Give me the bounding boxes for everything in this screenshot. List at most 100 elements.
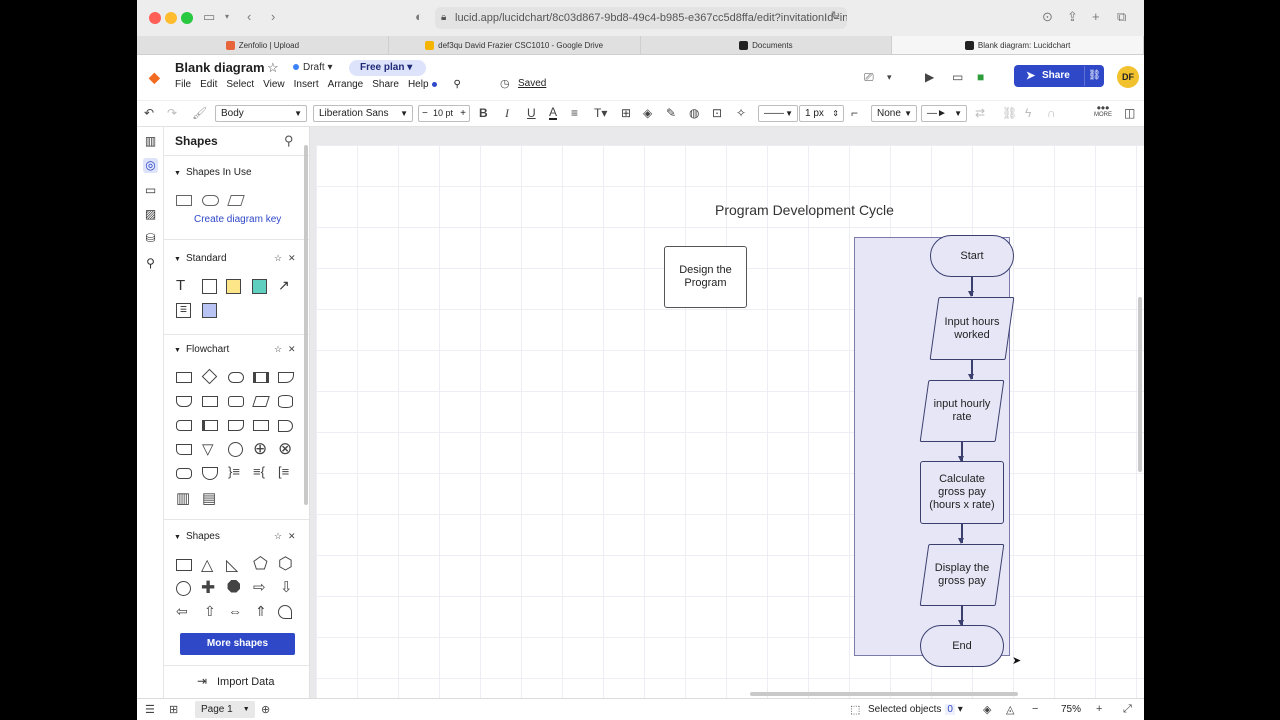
- menu-select[interactable]: Select: [226, 79, 255, 90]
- octagon-shape-icon[interactable]: ⯃: [227, 578, 241, 597]
- import-data-button[interactable]: Import Data: [217, 676, 275, 688]
- preparation-shape-icon[interactable]: [228, 396, 244, 407]
- grid-view-icon[interactable]: ⊞: [169, 704, 179, 716]
- connector-shape-icon[interactable]: [228, 442, 243, 457]
- internal-storage-shape-icon[interactable]: [202, 420, 218, 431]
- text-style-select[interactable]: Body▼: [215, 105, 307, 122]
- address-bar[interactable]: 🔒︎ lucid.app/lucidchart/8c03d867-9bd8-49…: [435, 7, 847, 29]
- underline-icon[interactable]: U: [527, 106, 536, 120]
- pin-star-icon[interactable]: ☆: [274, 253, 283, 263]
- zoom-in-icon[interactable]: +: [1096, 703, 1103, 715]
- data-shape-icon[interactable]: [252, 396, 270, 407]
- close-window-button[interactable]: [149, 12, 161, 24]
- stored-data-shape-icon[interactable]: [176, 420, 192, 431]
- right-triangle-shape-icon[interactable]: ◺: [226, 557, 239, 574]
- pentagon-shape-icon[interactable]: ⬠: [253, 554, 268, 573]
- display-shape-icon[interactable]: [176, 468, 192, 479]
- video-block-icon[interactable]: [202, 303, 217, 318]
- close-icon[interactable]: ✕: [288, 344, 296, 354]
- delay-shape-icon[interactable]: [278, 420, 293, 432]
- more-shapes-button[interactable]: More shapes: [180, 633, 295, 655]
- data-icon[interactable]: ⛁: [145, 231, 156, 245]
- add-page-icon[interactable]: ⊕: [261, 704, 271, 716]
- text-color-icon[interactable]: A: [549, 105, 558, 120]
- minimize-window-button[interactable]: [165, 12, 177, 24]
- layers-icon[interactable]: ◈: [983, 704, 992, 716]
- action-block-icon[interactable]: [252, 279, 267, 294]
- diagram-title[interactable]: Program Development Cycle: [715, 202, 894, 218]
- annotation-left-icon[interactable]: ≡{: [253, 464, 265, 479]
- callout-shape-icon[interactable]: [278, 605, 292, 619]
- sticky-note-icon[interactable]: [226, 279, 241, 294]
- off-page-connector-icon[interactable]: [202, 467, 218, 480]
- reload-icon[interactable]: ↻: [831, 10, 841, 22]
- zoom-out-icon[interactable]: −: [1032, 703, 1039, 715]
- format-painter-icon[interactable]: 🖌︎: [192, 106, 208, 120]
- close-icon[interactable]: ✕: [288, 253, 296, 263]
- connector-arrow[interactable]: [968, 360, 974, 380]
- paper-tape-shape-icon[interactable]: [228, 420, 244, 431]
- manual-operation-shape-icon[interactable]: [253, 420, 269, 431]
- arrow-start-select[interactable]: None▼: [871, 105, 917, 122]
- decrease-font-icon[interactable]: −: [422, 108, 428, 119]
- saved-status[interactable]: Saved: [518, 78, 547, 89]
- font-size-stepper[interactable]: − 10 pt +: [418, 105, 470, 122]
- rectangle-shape-icon[interactable]: [176, 559, 192, 571]
- down-arrow-shape-icon[interactable]: ⇩: [280, 579, 293, 596]
- increase-font-icon[interactable]: +: [460, 108, 466, 119]
- menu-view[interactable]: View: [263, 79, 285, 90]
- hexagon-shape-icon[interactable]: ⬡: [278, 554, 293, 573]
- menu-arrange[interactable]: Arrange: [327, 79, 364, 90]
- undo-icon[interactable]: ↶: [144, 106, 155, 120]
- cross-shape-icon[interactable]: ✚: [201, 578, 216, 597]
- process-shape-icon[interactable]: [176, 372, 192, 383]
- redo-icon[interactable]: ↷: [167, 106, 178, 120]
- bracket-annotation-icon[interactable]: [≡: [278, 464, 290, 479]
- document-shape-icon[interactable]: [278, 372, 294, 383]
- menu-file[interactable]: File: [175, 79, 192, 90]
- text-tool-icon[interactable]: T: [176, 277, 186, 294]
- font-family-select[interactable]: Liberation Sans▼: [313, 105, 413, 122]
- line-tool-icon[interactable]: ↗: [278, 277, 290, 293]
- panel-scrollbar[interactable]: [304, 145, 308, 505]
- rocket-icon[interactable]: ⚲: [146, 256, 155, 270]
- text-options-icon[interactable]: T▾: [594, 106, 608, 120]
- menu-insert[interactable]: Insert: [293, 79, 319, 90]
- download-icon[interactable]: ⊙: [1042, 9, 1053, 24]
- new-tab-icon[interactable]: +: [1092, 9, 1100, 24]
- image-icon[interactable]: ⊡: [712, 106, 723, 120]
- terminator-shape-icon[interactable]: [228, 372, 244, 383]
- triangle-shape-icon[interactable]: △: [201, 557, 214, 574]
- multi-document-shape-icon[interactable]: [176, 396, 192, 407]
- left-arrow-shape-icon[interactable]: ⇦: [176, 603, 188, 619]
- lock-shape-icon[interactable]: ∩: [1047, 106, 1056, 120]
- pin-star-icon[interactable]: ☆: [274, 344, 283, 354]
- bold-icon[interactable]: B: [479, 106, 488, 120]
- close-icon[interactable]: ✕: [288, 531, 296, 541]
- tab-google-drive[interactable]: def3qu David Frazier CSC1010 - Google Dr…: [389, 36, 641, 54]
- back-icon[interactable]: ‹: [247, 9, 252, 24]
- forward-icon[interactable]: ›: [271, 9, 276, 24]
- merge-shape-icon[interactable]: ▽: [202, 441, 214, 458]
- line-shape-icon[interactable]: ⌐: [851, 106, 859, 120]
- more-button[interactable]: ••• MORE: [1092, 102, 1114, 118]
- connector-arrow[interactable]: [968, 277, 974, 297]
- star-icon[interactable]: ☆: [267, 60, 279, 75]
- section-shapes[interactable]: ▼Shapes: [174, 531, 220, 542]
- line-width-select[interactable]: 1 px⇕: [799, 105, 844, 122]
- align-icon[interactable]: ≡: [571, 106, 579, 120]
- chevron-down-icon[interactable]: ▾: [225, 12, 230, 21]
- or-shape-icon[interactable]: ⊗: [278, 439, 293, 458]
- frame-icon[interactable]: ▭: [144, 183, 157, 197]
- share-button[interactable]: ➤ Share: [1014, 65, 1104, 87]
- list-view-icon[interactable]: ☰: [145, 704, 155, 716]
- summing-junction-icon[interactable]: ⊕: [253, 439, 268, 458]
- card-shape-icon[interactable]: [176, 444, 192, 455]
- pin-star-icon[interactable]: ☆: [274, 531, 283, 541]
- tab-blank-diagram[interactable]: Blank diagram: Lucidchart: [892, 36, 1144, 54]
- google-classroom-icon[interactable]: ■: [977, 70, 985, 84]
- flow-display-shape[interactable]: Display the gross pay: [919, 544, 1005, 606]
- present-icon[interactable]: ▶: [925, 70, 935, 84]
- image-library-icon[interactable]: ▨: [144, 207, 157, 221]
- annotation-right-icon[interactable]: }≡: [228, 464, 240, 479]
